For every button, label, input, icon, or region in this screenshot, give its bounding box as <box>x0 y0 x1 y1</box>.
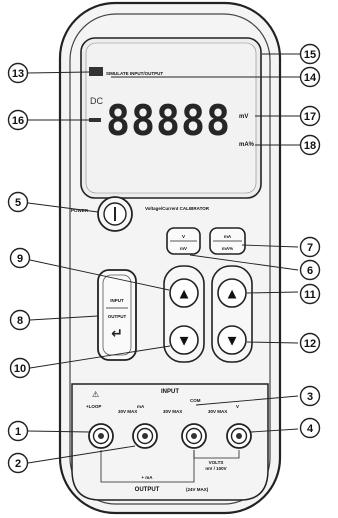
model-label: Voltage/Current CALIBRATOR <box>145 206 210 211</box>
left-up-icon: ▲ <box>177 286 192 303</box>
callout-16: 16 <box>7 109 29 131</box>
mv-button-label: mV <box>180 246 187 251</box>
callout-14-label: 14 <box>304 72 317 84</box>
callout-12: 12 <box>299 332 321 354</box>
terminal-ma-jack[interactable] <box>132 423 158 449</box>
callout-3: 3 <box>299 385 321 407</box>
terminal-3-rating: 30V MAX <box>163 409 182 414</box>
callout-11: 11 <box>299 283 321 305</box>
callout-9: 9 <box>9 247 31 269</box>
callout-15-label: 15 <box>304 49 316 61</box>
left-rocker: ▲ ▼ <box>163 265 205 363</box>
callout-17: 17 <box>299 105 321 127</box>
callout-9-label: 9 <box>17 253 23 265</box>
left-down-button[interactable]: ▼ <box>169 325 199 355</box>
right-up-icon: ▲ <box>225 286 240 303</box>
v-button-label: V <box>182 234 185 239</box>
lcd-display: SIMULATE INPUT/OUTPUT DC 88888 mV mA% <box>80 37 262 199</box>
callout-14: 14 <box>299 66 321 88</box>
lcd-mode-indicator: SIMULATE INPUT/OUTPUT <box>106 71 163 76</box>
callout-5-label: 5 <box>15 197 21 209</box>
lcd-mode-indicator-box <box>89 67 103 76</box>
terminal-panel: INPUT ⚠ +LOOP mA COM V 30V MAX 30V MAX 3… <box>71 383 269 501</box>
callout-7-label: 7 <box>307 242 313 254</box>
callout-7: 7 <box>299 236 321 258</box>
lcd-unit-mv: mV <box>239 114 248 120</box>
callout-4-label: 4 <box>307 423 314 435</box>
loop-label: +LOOP <box>86 404 101 409</box>
lcd-unit-ma: mA% <box>239 142 255 148</box>
terminal-v-jack[interactable] <box>226 423 252 449</box>
callout-2: 2 <box>7 452 29 474</box>
callout-18: 18 <box>299 134 321 156</box>
lcd-digits: 88888 <box>106 96 231 145</box>
ma-output-label: + mA <box>141 475 153 480</box>
callout-12-label: 12 <box>304 338 316 350</box>
callout-10: 10 <box>9 357 31 379</box>
callout-11-label: 11 <box>304 289 316 301</box>
ma-terminal-label: mA <box>137 404 145 409</box>
right-down-button[interactable]: ▼ <box>217 325 247 355</box>
warning-icon: ⚠ <box>92 390 99 399</box>
callout-13: 13 <box>7 62 29 84</box>
lcd-dc-indicator: DC <box>90 96 103 106</box>
right-rocker: ▲ ▼ <box>211 265 253 363</box>
v-terminal-label: V <box>236 404 239 409</box>
ma-button[interactable]: mA mA% <box>209 227 246 255</box>
callout-15: 15 <box>299 43 321 65</box>
callout-8-label: 8 <box>17 315 23 327</box>
right-up-button[interactable]: ▲ <box>217 278 247 308</box>
callout-6-label: 6 <box>307 265 313 277</box>
volts-label: VOLTS <box>209 460 224 465</box>
callout-1: 1 <box>7 420 29 442</box>
callout-1-label: 1 <box>15 426 21 438</box>
callout-2-label: 2 <box>15 458 21 470</box>
lcd-minus-sign <box>89 118 101 122</box>
terminal-input-label: INPUT <box>161 389 179 395</box>
callout-8: 8 <box>9 309 31 331</box>
power-label: POWER <box>71 208 89 213</box>
input-output-button[interactable]: INPUT OUTPUT ↵ <box>97 269 137 361</box>
callouts: 13 15 14 16 17 18 5 7 9 6 11 8 12 10 3 1… <box>7 43 321 474</box>
terminal-4-rating: 30V MAX <box>208 409 227 414</box>
callout-4: 4 <box>299 417 321 439</box>
callout-13-label: 13 <box>12 68 24 80</box>
volts-sub-label: mV / 100V <box>205 466 226 471</box>
callout-6: 6 <box>299 259 321 281</box>
ma-button-label: mA <box>224 234 232 239</box>
callout-3-label: 3 <box>307 391 313 403</box>
callout-16-label: 16 <box>12 115 24 127</box>
output-terminal-label: OUTPUT <box>135 487 160 493</box>
callout-10-label: 10 <box>14 363 26 375</box>
right-down-icon: ▼ <box>225 333 240 350</box>
callout-18-label: 18 <box>304 140 316 152</box>
terminal-2-rating: 30V MAX <box>118 409 137 414</box>
input-label: INPUT <box>110 298 124 303</box>
v-mv-button[interactable]: V mV <box>166 227 201 255</box>
callout-lines <box>27 53 300 464</box>
left-up-button[interactable]: ▲ <box>169 278 199 308</box>
output-label: OUTPUT <box>108 314 127 319</box>
power-control: POWER Voltage/Current CALIBRATOR <box>71 196 210 232</box>
enter-icon: ↵ <box>111 325 123 341</box>
callout-17-label: 17 <box>304 111 316 123</box>
left-down-icon: ▼ <box>177 333 192 350</box>
callout-5: 5 <box>7 191 29 213</box>
output-range-label: (24V MAX) <box>186 487 209 492</box>
ma-percent-button-label: mA% <box>222 246 233 251</box>
terminal-com-jack[interactable] <box>181 423 207 449</box>
com-label: COM <box>190 398 201 403</box>
terminal-loop-jack[interactable] <box>88 423 114 449</box>
